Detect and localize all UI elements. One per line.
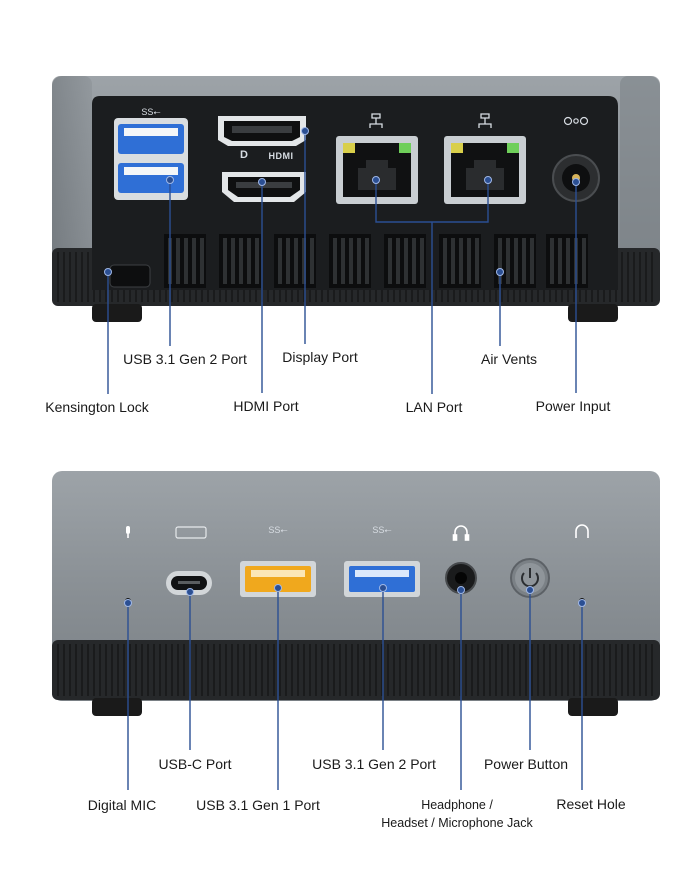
front-usb-gen1-port xyxy=(240,561,316,597)
headphone-icon xyxy=(452,525,470,541)
rear-displayport xyxy=(218,116,306,146)
callout-usb-3-1-gen-2-port: USB 3.1 Gen 2 Port xyxy=(123,351,247,367)
front-foot-left xyxy=(92,698,142,716)
usb-icon: SS⭠ xyxy=(268,525,288,535)
rear-kensington-slot xyxy=(109,264,151,288)
callout-headphone-jack: Headphone / Headset / Microphone Jack xyxy=(381,796,532,832)
callout-kensington-lock: Kensington Lock xyxy=(45,399,149,415)
usb-c-ss-icon xyxy=(175,526,207,539)
rear-air-vents xyxy=(164,234,588,288)
callout-lan-port: LAN Port xyxy=(405,399,463,415)
callout-display-port: Display Port xyxy=(282,349,358,365)
rear-foot-left xyxy=(92,304,142,322)
callout-usb-3-1-gen-2-port-front: USB 3.1 Gen 2 Port xyxy=(312,756,436,772)
callout-air-vents: Air Vents xyxy=(480,351,538,367)
rear-usb-ports xyxy=(114,118,188,200)
callout-leaders xyxy=(104,127,586,790)
lan-icon xyxy=(369,113,383,128)
callout-hdmi-port: HDMI Port xyxy=(233,398,299,414)
callout-power-button: Power Button xyxy=(483,756,569,772)
rear-hdmi-port xyxy=(222,172,306,202)
reset-icon xyxy=(575,524,589,538)
front-view-device xyxy=(52,471,660,716)
rear-lan-ports xyxy=(336,136,526,204)
displayport-icon: D xyxy=(240,149,248,161)
rear-usb-marking: SS⭠ xyxy=(141,107,161,117)
microphone-icon xyxy=(126,526,130,538)
callout-digital-mic: Digital MIC xyxy=(87,797,157,813)
usb-icon: SS⭠ xyxy=(372,525,392,535)
front-usb-gen2-port xyxy=(344,561,420,597)
callout-headphone-line-2: Headset / Microphone Jack xyxy=(381,816,533,830)
callout-reset-hole: Reset Hole xyxy=(556,796,626,812)
dc-power-icon xyxy=(563,116,589,126)
hdmi-icon: HDMI xyxy=(268,151,294,161)
callout-usb-3-1-gen-1-port: USB 3.1 Gen 1 Port xyxy=(196,797,320,813)
rear-view-device xyxy=(52,76,660,322)
callout-power-input: Power Input xyxy=(535,398,611,414)
rear-foot-right xyxy=(568,304,618,322)
front-audio-jack xyxy=(445,562,477,594)
lan-icon xyxy=(478,113,492,128)
callout-usb-c-port: USB-C Port xyxy=(158,756,232,772)
callout-headphone-line-1: Headphone / xyxy=(421,798,493,812)
front-usb-c-port xyxy=(166,571,212,595)
front-foot-right xyxy=(568,698,618,716)
